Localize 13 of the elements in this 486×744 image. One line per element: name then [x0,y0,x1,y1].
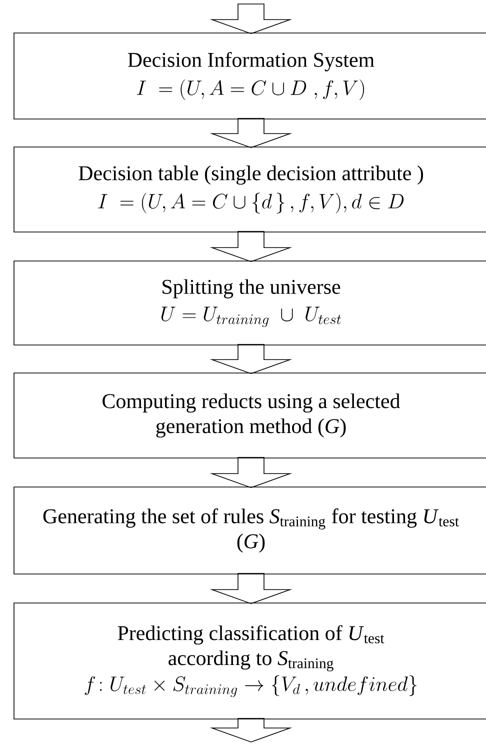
process-box: Decision Information System $I\;=(U,A=C\cup D\;,f,V)$ [14,32,486,120]
block-arrow [210,718,292,742]
process-box: Decision table (single decision attribute ) $I\;=(U,A=C\cup\{d\,\}\,,f,V),d\in D$ [14,146,486,232]
block-arrow [210,573,292,604]
block-arrow [210,457,292,488]
block-arrow [210,118,292,148]
process-box: Splitting the universe $U=U_{training}\;\cup\;U_{test}$ [14,260,486,346]
block-arrow [210,231,292,262]
process-box: Computing reducts using a selected generation method (G) [14,372,486,458]
block-arrow [210,344,292,374]
process-box: Predicting classification of U$_{test}$ according to S$_{training}$ $f\!:U_{test}\times S_{training}\rightarrow\{V_d\,,undefined\}$ [14,602,486,720]
process-box: Generating the set of rules S$_{training}$ for testing U$_{test}$ (G) [14,486,486,574]
block-arrow [210,4,292,34]
